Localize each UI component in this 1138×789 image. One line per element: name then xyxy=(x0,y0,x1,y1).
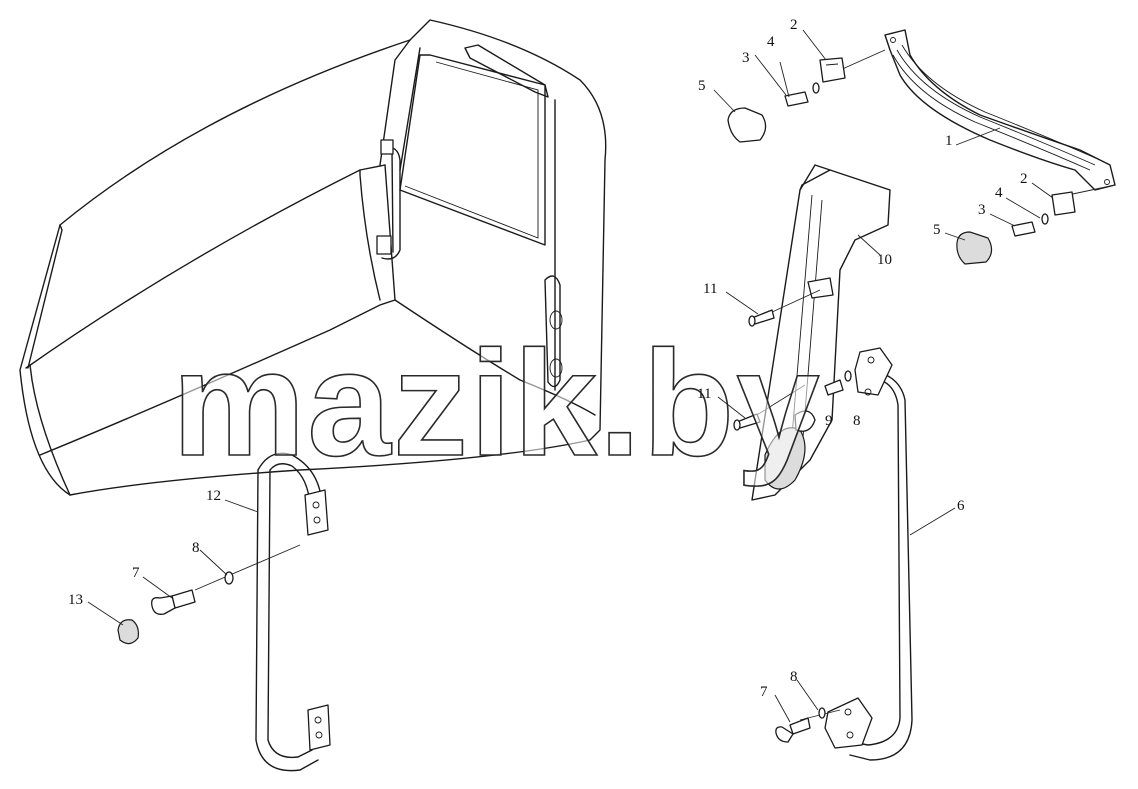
callout-9: 9 xyxy=(825,413,833,429)
callout-4-top: 4 xyxy=(767,34,775,50)
handle-6 xyxy=(824,347,913,761)
pillar-10 xyxy=(751,164,891,501)
callout-10: 10 xyxy=(877,252,892,268)
callout-3-right: 3 xyxy=(978,202,986,218)
handle-12 xyxy=(255,452,331,772)
callout-8-left: 8 xyxy=(192,540,200,556)
callout-7-left: 7 xyxy=(132,565,140,581)
fasteners-bottom-right xyxy=(775,707,841,743)
callout-12: 12 xyxy=(206,488,221,504)
callout-3-top: 3 xyxy=(742,50,750,66)
callout-11-top: 11 xyxy=(703,281,717,297)
callout-7-right: 7 xyxy=(760,684,768,700)
callout-1: 1 xyxy=(945,133,953,149)
callout-5-top: 5 xyxy=(698,78,706,94)
callout-2-right: 2 xyxy=(1020,171,1028,187)
callout-13: 13 xyxy=(68,592,83,608)
fasteners-top-right xyxy=(727,49,1116,265)
callout-2-top: 2 xyxy=(790,17,798,33)
cab-body xyxy=(19,19,607,496)
callout-leaders xyxy=(87,29,1054,723)
watermark: mazik.by xyxy=(172,319,822,487)
callout-8-bottom: 8 xyxy=(790,669,798,685)
callout-labels: 1 2 2 3 3 4 4 5 5 6 7 7 8 8 8 9 10 11 11… xyxy=(68,17,1028,700)
callout-6: 6 xyxy=(957,498,965,514)
screws-11 xyxy=(733,289,852,431)
callout-5-right: 5 xyxy=(933,222,941,238)
callout-11-bottom: 11 xyxy=(697,386,711,402)
fasteners-left xyxy=(117,544,301,645)
callout-8-middle: 8 xyxy=(853,413,861,429)
callout-4-right: 4 xyxy=(995,185,1003,201)
strap-1 xyxy=(884,29,1116,191)
